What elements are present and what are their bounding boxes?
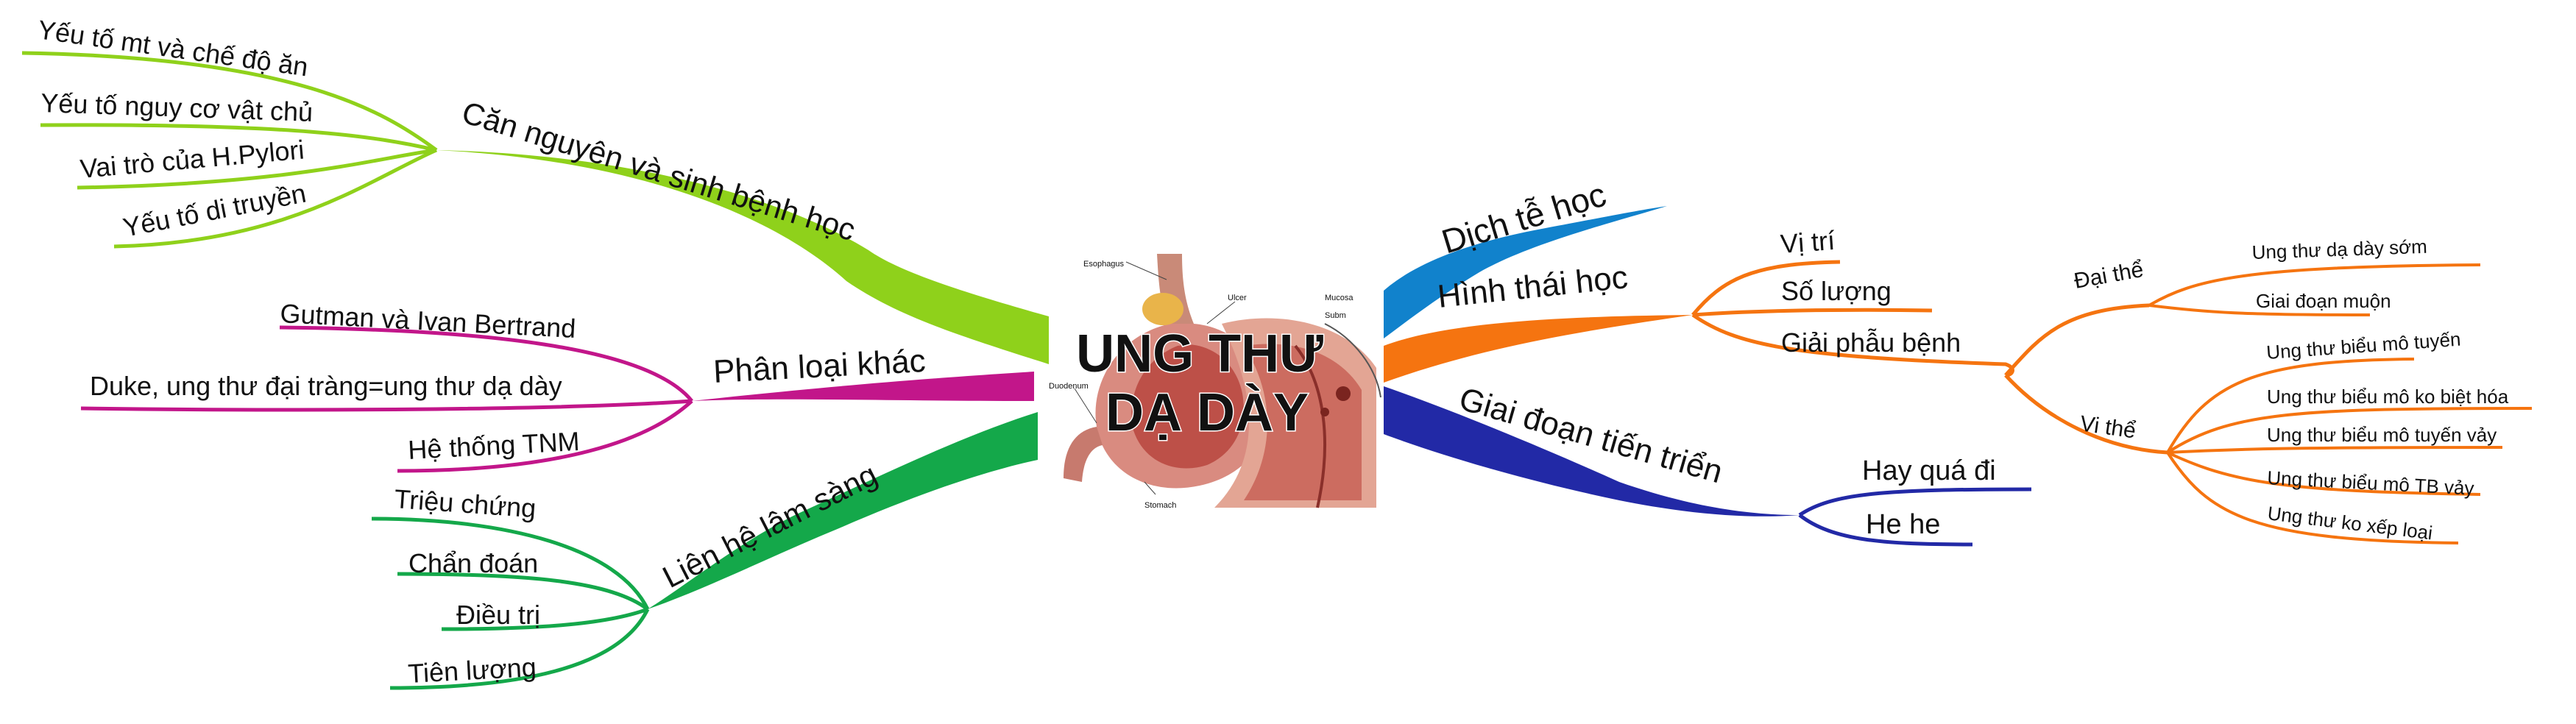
branch-hinh-thai[interactable]: Hình thái học Vị trí Số lượng Giải phẫu …: [1384, 225, 2533, 544]
branch-phan-loai[interactable]: Phân loại khác Gutman và Ivan Bertrand D…: [80, 298, 1034, 473]
can-nguyen-child-1[interactable]: Yếu tố mt và chế độ ăn: [36, 14, 310, 82]
vi-the-connectors: [2166, 358, 2533, 544]
giai-phau-connectors: [2004, 303, 2168, 455]
vi-the-child-4[interactable]: Ung thư biểu mô TB vảy: [2267, 466, 2475, 500]
image-label-mucosa: Mucosa: [1325, 294, 1354, 302]
image-label-ulcer: Ulcer: [1228, 294, 1247, 302]
can-nguyen-connectors: [21, 51, 438, 249]
branch-can-nguyen-ribbon: [436, 150, 1049, 364]
branch-lam-sang-label[interactable]: Liên hệ lâm sàng: [657, 457, 882, 595]
phan-loai-child-1[interactable]: Gutman và Ivan Bertrand: [280, 298, 577, 344]
can-nguyen-child-4[interactable]: Yếu tố di truyền: [121, 177, 308, 242]
stomach-anatomy-illustration: Esophagus Ulcer Mucosa Subm Duodenum Sto…: [1049, 254, 1381, 510]
center-title-line-1: UNG THƯ: [1076, 324, 1323, 383]
lam-sang-child-1[interactable]: Triệu chứng: [393, 483, 537, 523]
lam-sang-child-2[interactable]: Chẩn đoán: [408, 548, 538, 578]
dai-the-label[interactable]: Đại thể: [2072, 258, 2145, 294]
giai-doan-connectors: [1798, 487, 2032, 547]
branch-can-nguyen-label[interactable]: Căn nguyên và sinh bệnh học: [458, 95, 859, 247]
branch-dich-te[interactable]: Dịch tễ học: [1384, 175, 1667, 338]
dai-the-child-2[interactable]: Giai đoạn muộn: [2256, 290, 2391, 312]
vi-the-child-1[interactable]: Ung thư biểu mô tuyến: [2265, 328, 2461, 363]
dai-the-child-1[interactable]: Ung thư dạ dày sớm: [2251, 235, 2427, 263]
image-label-subm: Subm: [1325, 311, 1346, 320]
lam-sang-child-3[interactable]: Điều trị: [456, 600, 540, 630]
hinh-thai-child-3[interactable]: Giải phẫu bệnh: [1781, 327, 1961, 358]
center-topic[interactable]: Esophagus Ulcer Mucosa Subm Duodenum Sto…: [1038, 249, 1384, 515]
image-label-duodenum: Duodenum: [1049, 382, 1089, 391]
image-label-esophagus: Esophagus: [1083, 260, 1125, 269]
hinh-thai-child-1[interactable]: Vị trí: [1780, 225, 1836, 259]
branch-phan-loai-ribbon: [692, 372, 1034, 401]
branch-dich-te-ribbon: [1384, 206, 1667, 338]
hinh-thai-child-2[interactable]: Số lượng: [1781, 276, 1892, 306]
branch-giai-doan-ribbon: [1384, 386, 1800, 517]
center-title-line-2: DẠ DÀY: [1105, 383, 1309, 442]
image-label-stomach: Stomach: [1144, 501, 1176, 510]
branch-hinh-thai-ribbon: [1384, 315, 1693, 383]
giai-doan-child-1[interactable]: Hay quá đi: [1862, 455, 1996, 486]
lam-sang-child-4[interactable]: Tiên lượng: [407, 652, 537, 689]
vi-the-child-3[interactable]: Ung thư biểu mô tuyến vảy: [2267, 424, 2497, 446]
branch-lam-sang-ribbon: [648, 412, 1038, 609]
vi-the-label[interactable]: Vi thể: [2078, 411, 2137, 443]
lam-sang-connectors: [371, 517, 650, 690]
vi-the-child-2[interactable]: Ung thư biểu mô ko biệt hóa: [2267, 386, 2509, 408]
giai-doan-child-2[interactable]: He he: [1866, 509, 1940, 540]
phan-loai-connectors: [80, 325, 693, 473]
can-nguyen-child-2[interactable]: Yếu tố nguy cơ vật chủ: [40, 88, 314, 127]
dai-the-connectors: [2148, 263, 2481, 316]
branch-giai-doan[interactable]: Giai đoạn tiến triển Hay quá đi He he: [1384, 381, 2032, 547]
phan-loai-child-2[interactable]: Duke, ung thư đại tràng=ung thư dạ dày: [90, 371, 562, 401]
